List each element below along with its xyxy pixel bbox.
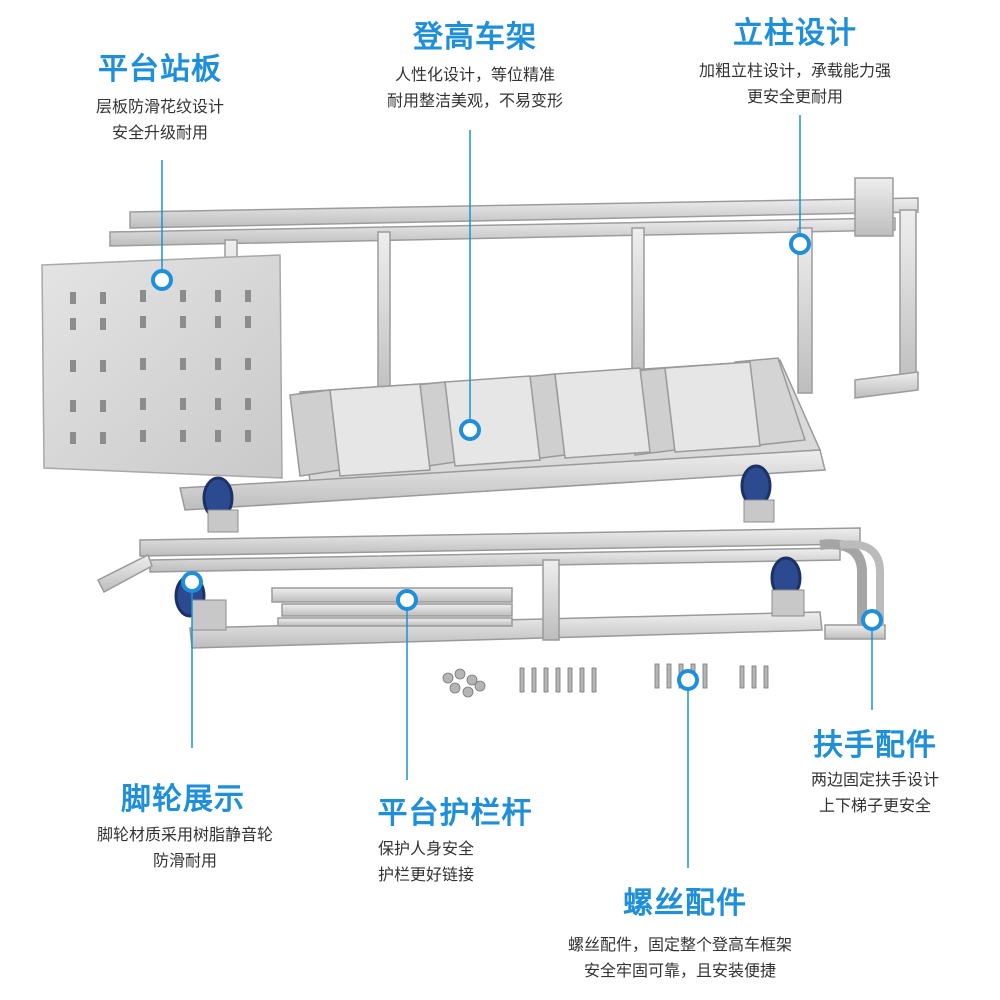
guardrail-bars (271, 587, 513, 627)
screw-parts-line-1: 螺丝配件，固定整个登高车框架 (567, 935, 792, 954)
handrail-parts-title: 扶手配件 (813, 728, 937, 763)
callout-leaders (151, 115, 883, 868)
step-frame (179, 357, 826, 511)
screw-set (442, 663, 769, 698)
platform-board-line-2: 安全升级耐用 (111, 123, 208, 142)
guardrail-bar-line-2: 护栏更好链接 (378, 865, 475, 884)
caster-display-title: 脚轮展示 (121, 782, 245, 817)
platform-board-title: 平台站板 (98, 52, 222, 87)
column-design-title: 立柱设计 (733, 16, 857, 51)
column-design-line-1: 加粗立柱设计，承载能力强 (698, 61, 891, 80)
guardrail-bar-line-1: 保护人身安全 (378, 839, 475, 858)
handrail-parts-line-1: 两边固定扶手设计 (810, 770, 939, 789)
ladder-frame-line-2: 耐用整洁美观，不易变形 (386, 91, 563, 110)
base-frame (96, 527, 886, 649)
guardrail-bar-title: 平台护栏杆 (377, 796, 533, 831)
caster-display-line-2: 防滑耐用 (152, 851, 217, 870)
platform-board-line-1: 层板防滑花纹设计 (95, 97, 224, 116)
platform-board-plate (41, 254, 283, 479)
caster-display-line-1: 脚轮材质采用树脂静音轮 (96, 825, 273, 844)
handrail-parts-line-2: 上下梯子更安全 (818, 796, 931, 815)
screw-parts-line-2: 安全牢固可靠，且安装便捷 (583, 961, 776, 980)
column-design-line-2: 更安全更耐用 (746, 87, 843, 106)
screw-parts-title: 螺丝配件 (623, 886, 747, 921)
ladder-frame-line-1: 人性化设计，等位精准 (394, 65, 555, 84)
ladder-frame-title: 登高车架 (413, 20, 537, 55)
